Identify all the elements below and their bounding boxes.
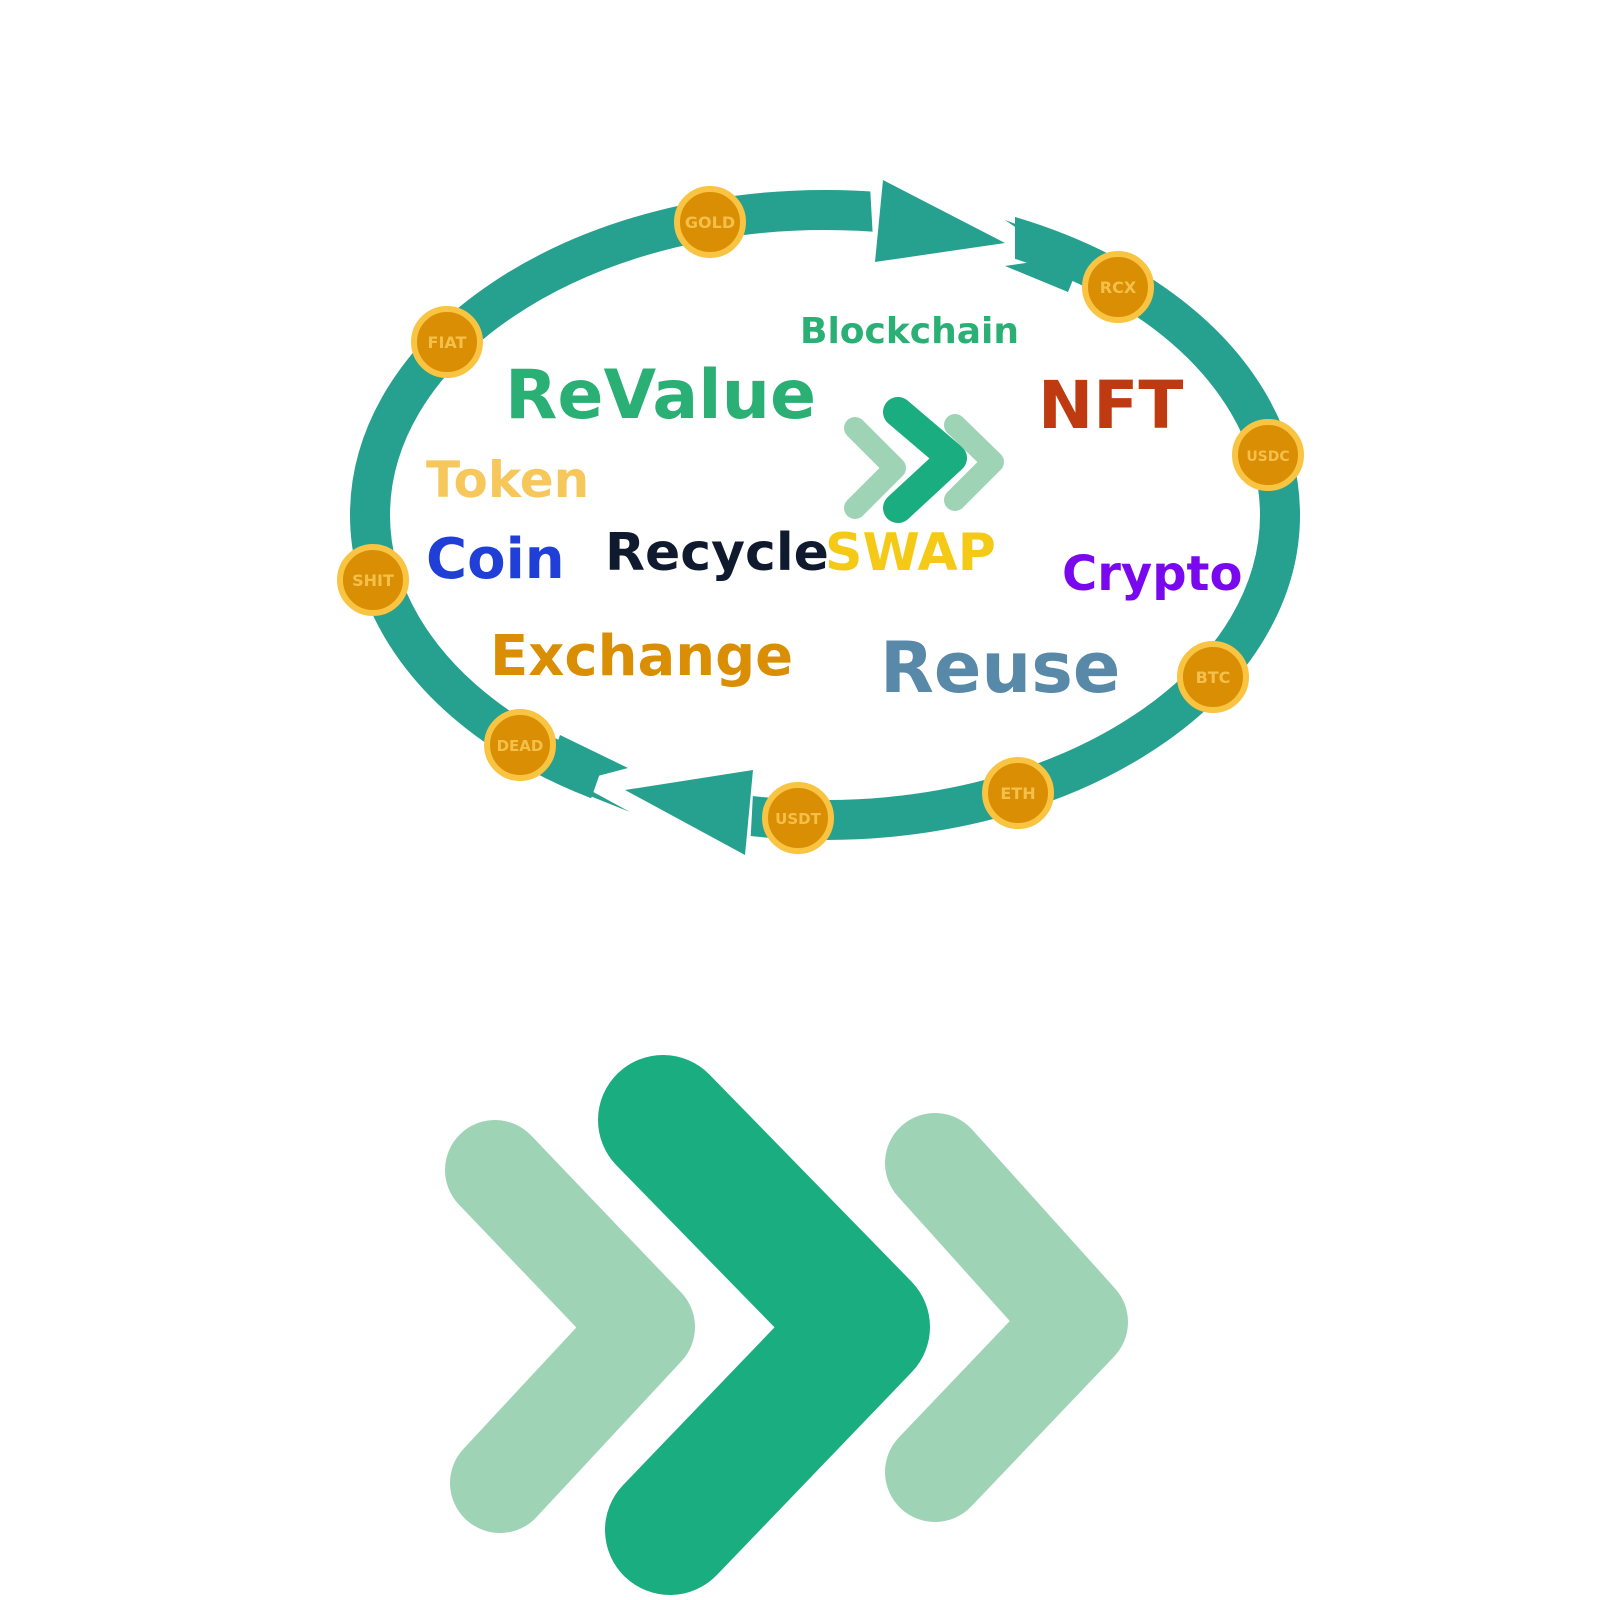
coin-eth: ETH	[982, 757, 1054, 829]
word-token: Token	[426, 451, 589, 509]
coin-icon	[337, 544, 409, 616]
coin-icon	[1082, 251, 1154, 323]
coin-label-shit: SHIT	[352, 571, 394, 590]
cycle-arrowhead-top	[875, 180, 1005, 262]
coin-fiat: FIAT	[411, 306, 483, 378]
coin-icon	[484, 709, 556, 781]
large-chevron-middle	[598, 1055, 930, 1595]
large-chevron-left	[445, 1120, 695, 1533]
word-recycle: Recycle	[605, 523, 829, 583]
word-swap: SWAP	[825, 523, 996, 583]
coin-label-usdt: USDT	[775, 810, 821, 828]
word-crypto: Crypto	[1062, 546, 1242, 602]
coin-icon	[1177, 641, 1249, 713]
coin-dead: DEAD	[484, 709, 556, 781]
coin-shit: SHIT	[337, 544, 409, 616]
word-blockchain: Blockchain	[800, 311, 1019, 352]
word-exchange: Exchange	[490, 624, 793, 689]
coin-label-usdc: USDC	[1246, 449, 1289, 465]
small-chevron-right	[944, 414, 1004, 511]
coin-label-dead: DEAD	[497, 737, 544, 755]
cycle-arrow-tail-bottom	[545, 735, 630, 812]
coin-gold: GOLD	[674, 186, 746, 258]
coin-usdc: USDC	[1232, 419, 1304, 491]
large-chevron-right	[885, 1113, 1128, 1522]
coin-rcx: RCX	[1082, 251, 1154, 323]
word-nft: NFT	[1038, 367, 1183, 444]
triple-chevron-right-icon-small	[844, 397, 1004, 523]
triple-chevron-right-icon	[445, 1055, 1128, 1595]
coin-btc: BTC	[1177, 641, 1249, 713]
coin-usdt: USDT	[762, 782, 834, 854]
small-chevron-left	[844, 417, 906, 519]
coin-label-fiat: FIAT	[428, 333, 467, 352]
cycle-arrowhead-bottom	[625, 770, 753, 855]
coin-icon	[674, 186, 746, 258]
coin-icon	[411, 306, 483, 378]
word-reuse: Reuse	[880, 627, 1120, 709]
word-coin: Coin	[426, 527, 565, 592]
word-revalue: ReValue	[505, 356, 816, 435]
coin-label-btc: BTC	[1196, 668, 1231, 687]
cycle-arrow-tail-top	[1005, 220, 1085, 292]
coin-icon	[762, 782, 834, 854]
coin-label-rcx: RCX	[1100, 278, 1137, 297]
coin-icon	[1232, 419, 1304, 491]
small-chevron-middle	[883, 397, 967, 523]
coin-label-eth: ETH	[1000, 784, 1035, 803]
coin-icon	[982, 757, 1054, 829]
coin-label-gold: GOLD	[685, 213, 735, 232]
